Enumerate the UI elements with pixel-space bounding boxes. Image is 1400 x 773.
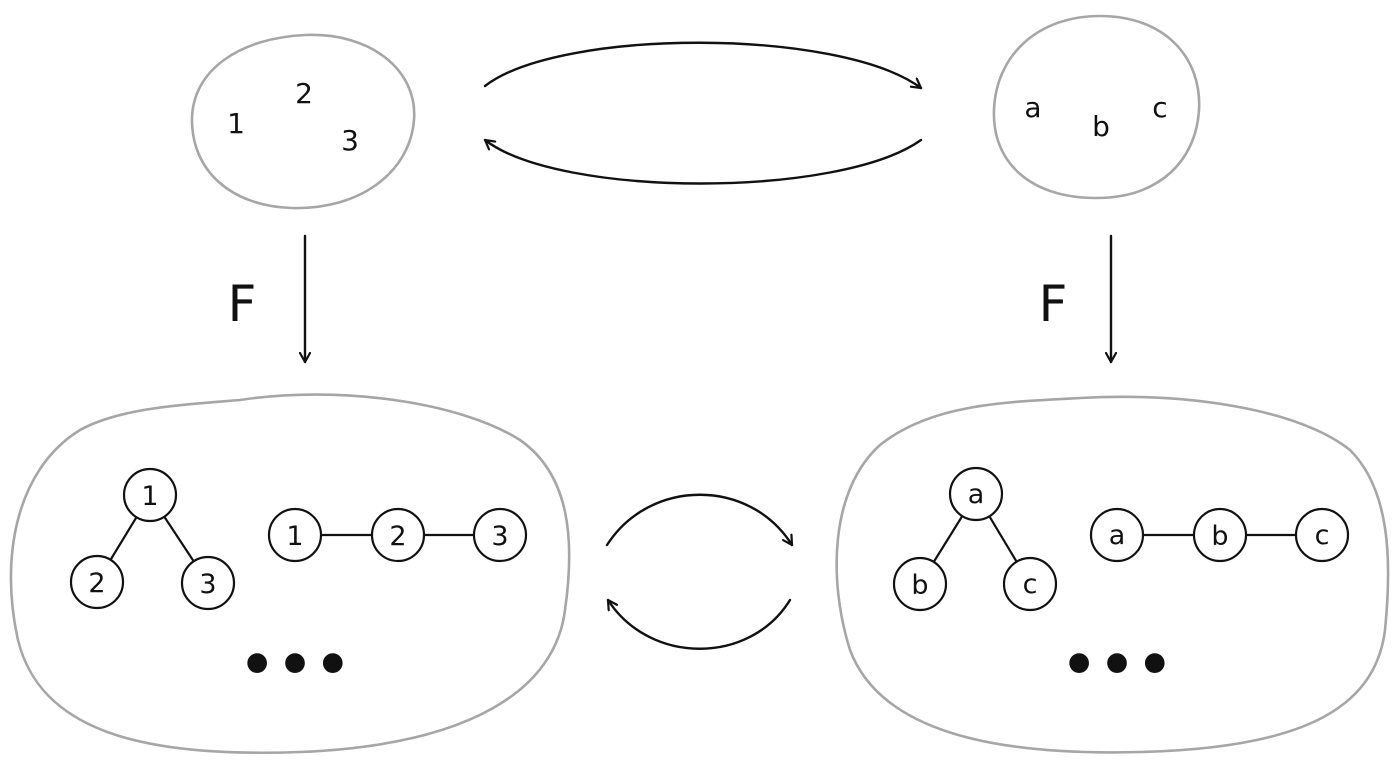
- tree-right-label-left: b: [911, 570, 928, 601]
- path-right-label-c: c: [1315, 520, 1330, 551]
- tree-left-node-left: [69, 554, 125, 610]
- tree-left-node-root: [122, 467, 178, 523]
- path-left-label-2: 2: [389, 521, 406, 552]
- path-left-node-1: [267, 507, 323, 563]
- path-left-label-3: 3: [491, 521, 508, 552]
- path-left-node-3: [472, 507, 528, 563]
- tree-left: 1 2 3: [69, 467, 236, 611]
- set-left-element-3: 3: [341, 124, 359, 157]
- tree-left-label-root: 1: [141, 481, 158, 512]
- path-right: a b c: [1089, 507, 1350, 563]
- path-right-node-a: [1089, 507, 1145, 563]
- set-right-element-c: c: [1152, 91, 1167, 124]
- path-right-label-a: a: [1109, 520, 1126, 551]
- tree-left-label-left: 2: [88, 568, 105, 599]
- tree-right: a b c: [892, 466, 1058, 612]
- path-left: 1 2 3: [267, 507, 528, 563]
- structures-right: a b c a b c •••: [835, 395, 1390, 754]
- structures-left-blob: [9, 393, 571, 755]
- tree-right-node-right: [1002, 556, 1058, 612]
- path-right-label-b: b: [1211, 521, 1228, 552]
- tree-right-node-root: [948, 466, 1004, 522]
- transport-forward-arrow: [605, 493, 794, 547]
- bijection-forward-arrow: [483, 41, 923, 90]
- functor-right-label: F: [1039, 275, 1068, 333]
- set-right-element-a: a: [1024, 91, 1041, 124]
- path-right-node-b: [1192, 507, 1248, 563]
- set-right-element-b: b: [1092, 110, 1110, 143]
- set-left: 1 2 3: [190, 33, 416, 210]
- tree-left-node-right: [180, 555, 236, 611]
- path-left-label-1: 1: [286, 521, 303, 552]
- tree-left-label-right: 3: [199, 569, 216, 600]
- tree-right-node-left: [892, 556, 948, 612]
- bijection-backward-arrow: [483, 138, 923, 185]
- path-left-node-2: [370, 507, 426, 563]
- structures-left-ellipsis: •••: [239, 633, 352, 698]
- structures-right-blob: [835, 395, 1390, 754]
- set-left-blob: [190, 33, 416, 210]
- functor-left-label: F: [228, 275, 257, 333]
- tree-right-label-right: c: [1023, 569, 1038, 600]
- set-left-element-1: 1: [227, 107, 245, 140]
- structures-left: 1 2 3 1 2 3 •••: [9, 393, 571, 755]
- path-right-node-c: [1294, 507, 1350, 563]
- structures-right-ellipsis: •••: [1061, 633, 1174, 698]
- set-right-blob: [992, 14, 1201, 200]
- set-left-element-2: 2: [295, 77, 313, 110]
- set-right: a b c: [992, 14, 1201, 200]
- tree-right-label-root: a: [968, 479, 985, 510]
- transport-backward-arrow: [606, 598, 792, 650]
